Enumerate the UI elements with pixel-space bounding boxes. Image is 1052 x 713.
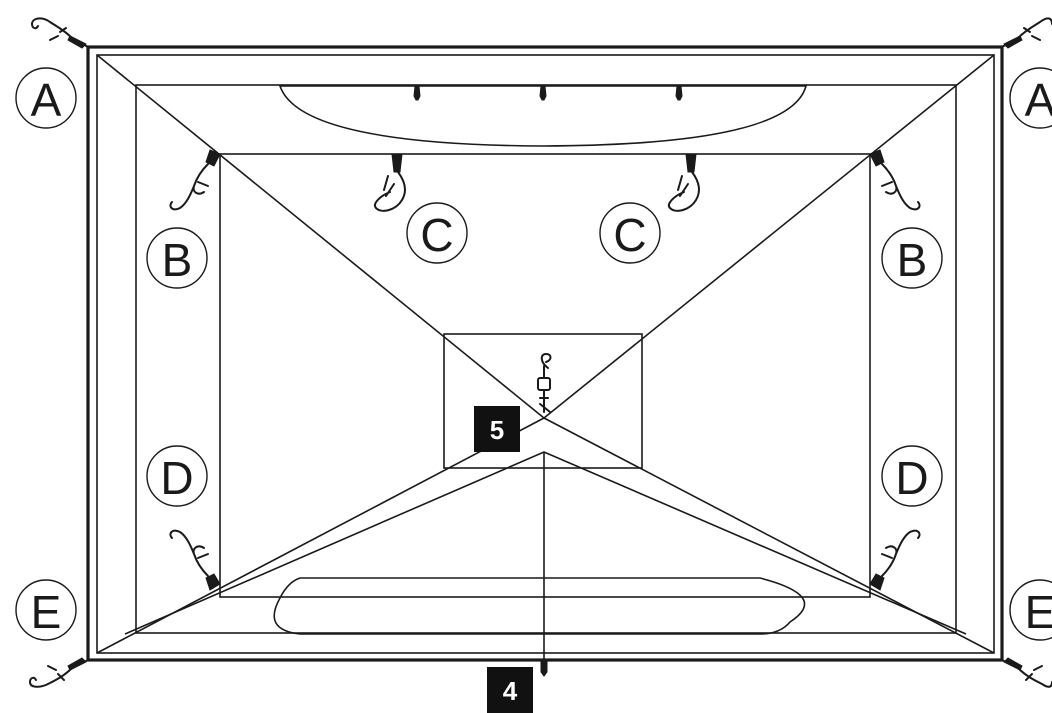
label-d-right-text: D bbox=[895, 452, 928, 504]
step-marker-4: 4 bbox=[487, 667, 533, 713]
step-marker-5: 5 bbox=[474, 406, 520, 452]
top-pegs bbox=[413, 85, 683, 101]
bottom-peg-icon bbox=[540, 661, 548, 677]
hook-d-right-icon bbox=[869, 529, 921, 591]
label-c-left: C bbox=[406, 202, 468, 264]
corner-hook-top-left-icon bbox=[31, 17, 89, 49]
inner-frame bbox=[96, 54, 995, 654]
top-vent-arc bbox=[278, 85, 808, 147]
label-a-right-text: A bbox=[1025, 74, 1052, 126]
peg bbox=[413, 85, 421, 101]
outer-frame bbox=[86, 45, 1004, 662]
center-hook-icon bbox=[537, 353, 552, 413]
label-d-right: D bbox=[881, 445, 943, 507]
hook-c-right-icon bbox=[668, 153, 700, 212]
peg bbox=[675, 85, 683, 101]
hook-b-left-icon bbox=[169, 149, 221, 211]
center-panel bbox=[443, 333, 643, 469]
label-e-right: E bbox=[1009, 579, 1052, 641]
label-e-left-text: E bbox=[31, 586, 62, 638]
label-b-left-text: B bbox=[162, 234, 193, 286]
label-a-left-text: A bbox=[31, 74, 62, 126]
hook-d-left-icon bbox=[169, 529, 221, 591]
diagonal-top-right bbox=[543, 54, 995, 419]
label-e-left: E bbox=[15, 579, 77, 641]
front-flap-triangle bbox=[124, 451, 967, 635]
bottom-window bbox=[273, 577, 806, 635]
roof-panel bbox=[219, 153, 871, 598]
corner-hook-bottom-right-icon bbox=[1001, 657, 1052, 688]
label-d-left: D bbox=[146, 445, 208, 507]
hook-c-left-icon bbox=[374, 153, 406, 212]
step-marker-4-text: 4 bbox=[503, 676, 518, 706]
label-c-left-text: C bbox=[420, 209, 453, 261]
label-b-right: B bbox=[881, 227, 943, 289]
label-a-right: A bbox=[1009, 67, 1052, 129]
label-e-right-text: E bbox=[1025, 586, 1052, 638]
label-d-left-text: D bbox=[160, 452, 193, 504]
step-marker-5-text: 5 bbox=[490, 415, 504, 445]
label-b-left: B bbox=[146, 227, 208, 289]
wall-frame bbox=[135, 84, 957, 634]
peg bbox=[539, 85, 547, 101]
corner-hook-top-right-icon bbox=[1001, 17, 1052, 49]
corner-hook-bottom-left-icon bbox=[29, 657, 89, 688]
diagonal-top-left bbox=[96, 54, 545, 419]
label-c-right: C bbox=[599, 202, 661, 264]
label-a-left: A bbox=[15, 67, 77, 129]
label-b-right-text: B bbox=[897, 234, 928, 286]
hook-b-right-icon bbox=[869, 149, 921, 211]
label-c-right-text: C bbox=[613, 209, 646, 261]
